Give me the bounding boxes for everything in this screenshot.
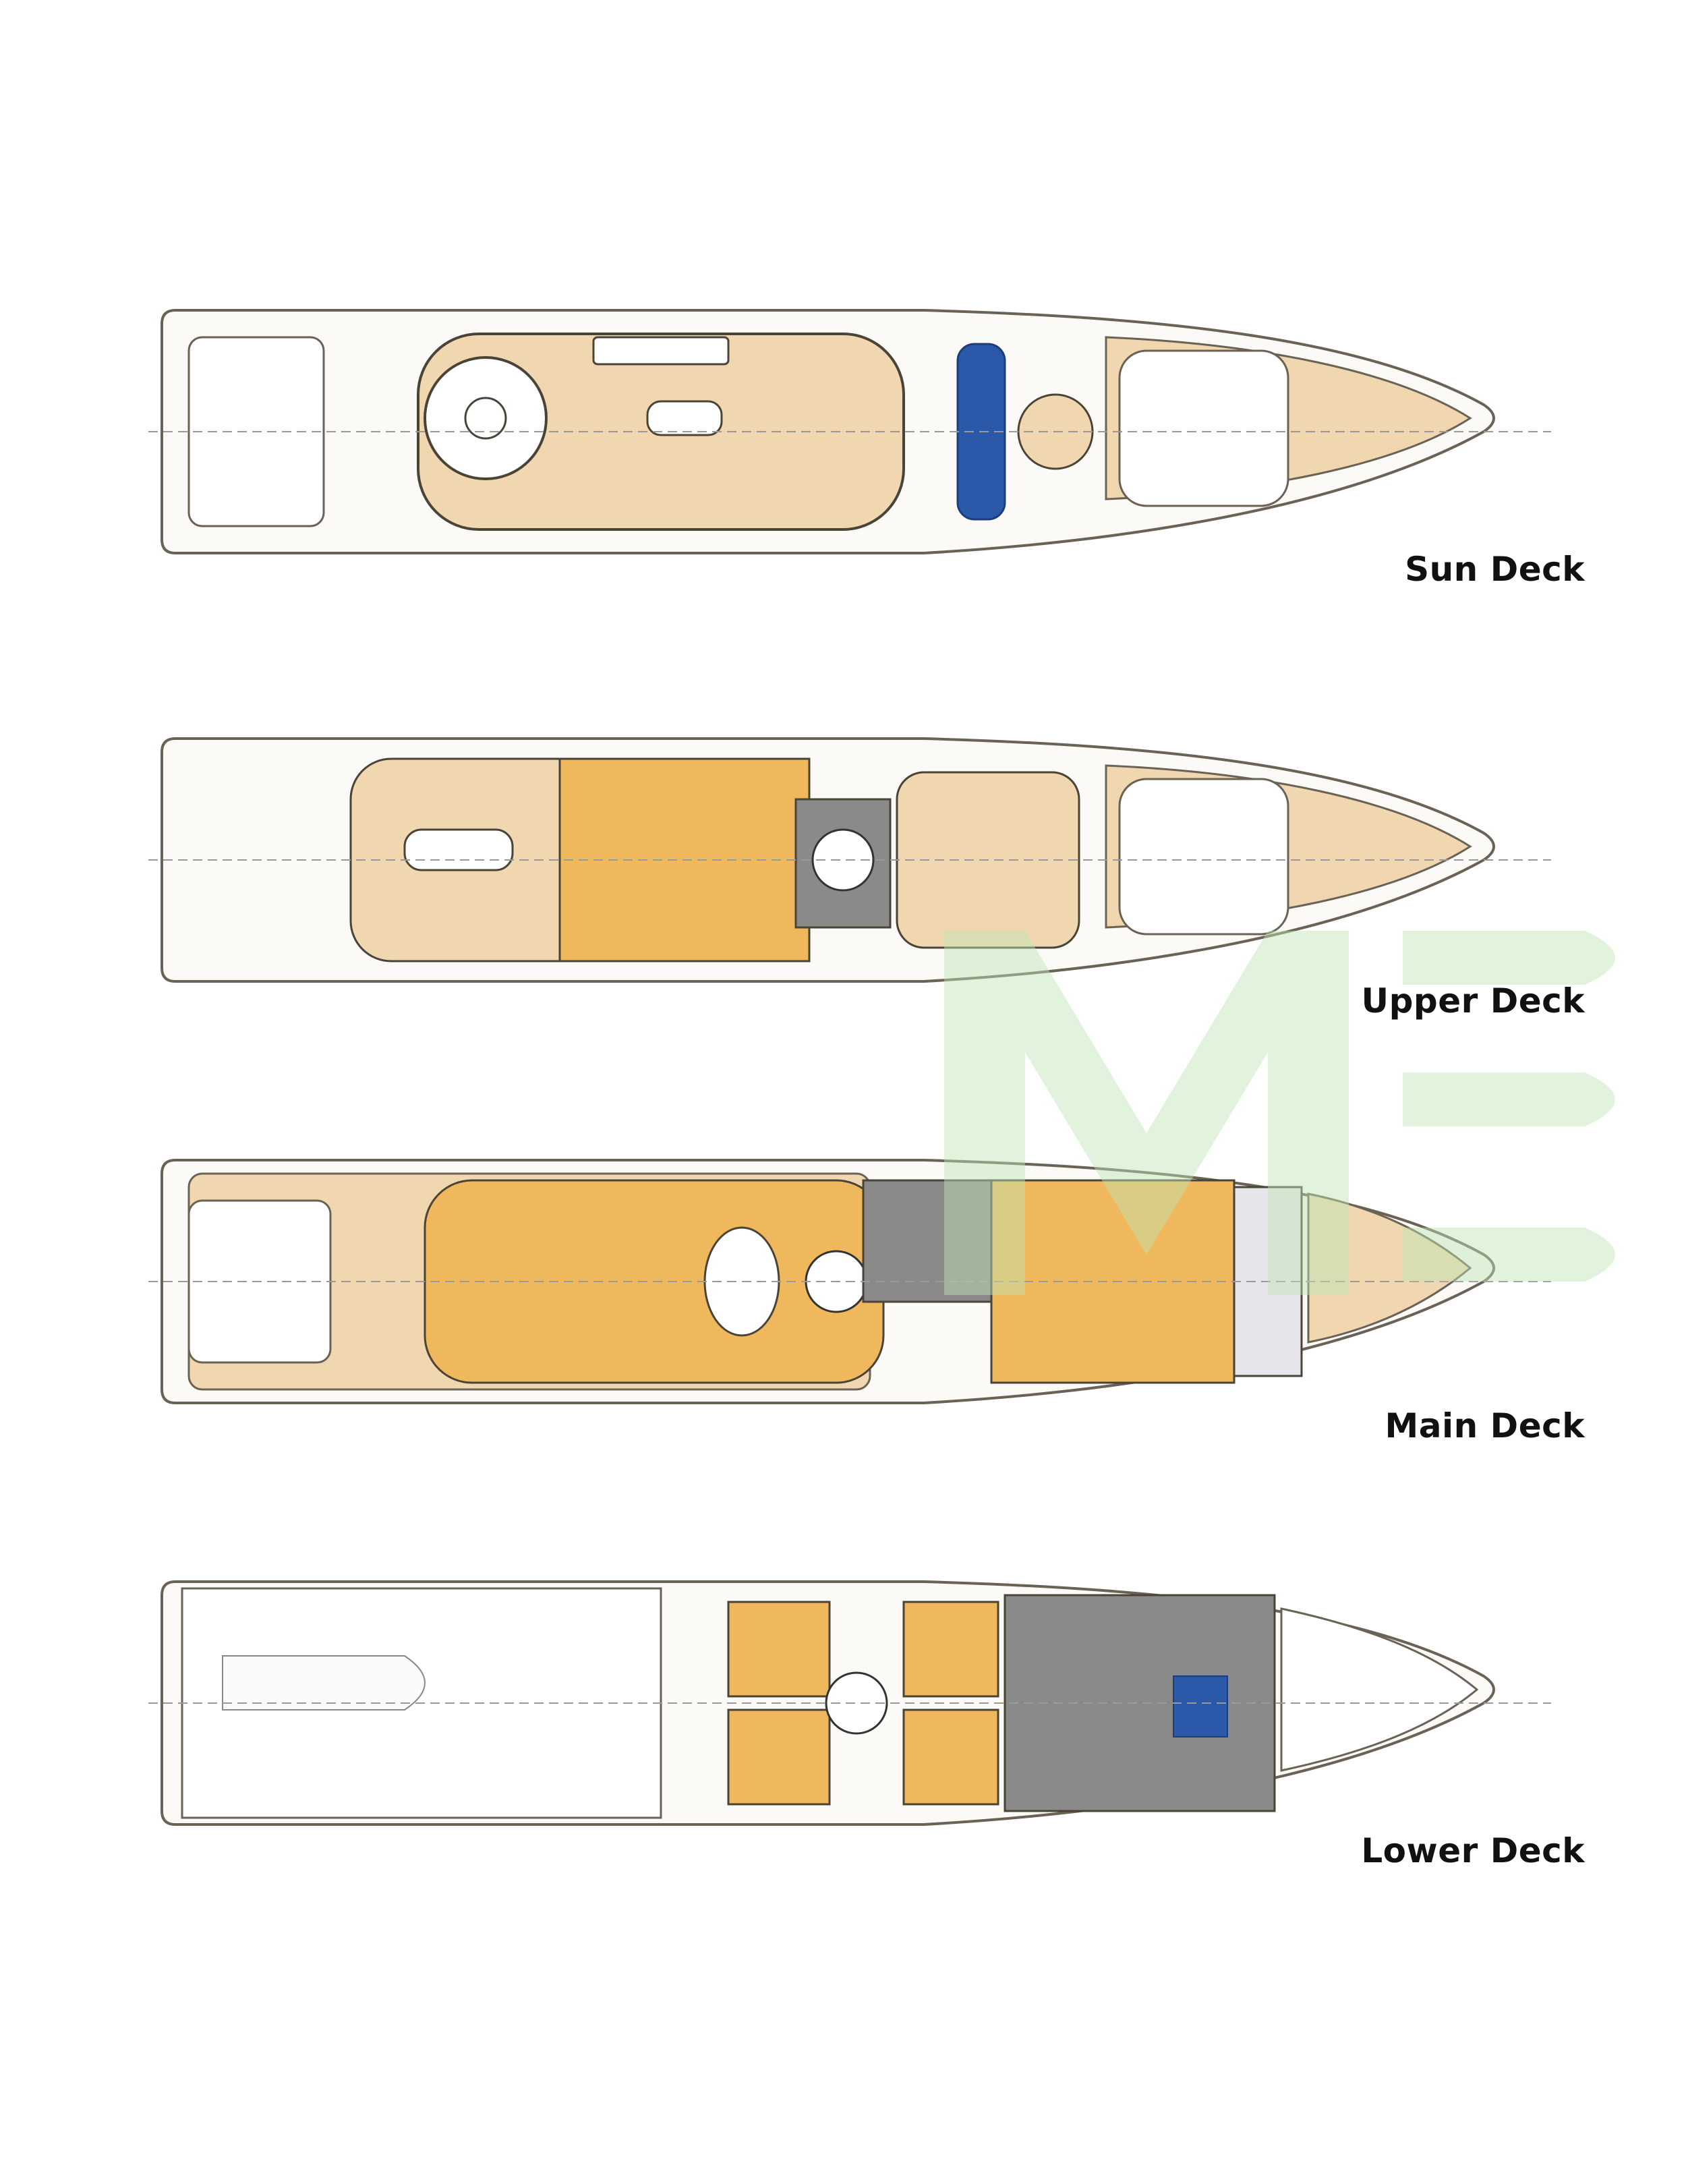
upper-deck-label: Upper Deck <box>1361 981 1585 1021</box>
sun-deck-sunpad <box>1118 349 1289 507</box>
main-deck-foredeck <box>1307 1192 1472 1344</box>
main-deck-label: Main Deck <box>1385 1406 1585 1445</box>
lower-deck-spiral-stair <box>825 1671 888 1735</box>
main-deck-plan <box>148 1153 1551 1410</box>
brand-monogram-icon <box>944 917 1652 1312</box>
sun-deck-dining-table <box>646 400 723 436</box>
lower-deck-tender <box>222 1655 426 1711</box>
lower-deck-label: Lower Deck <box>1361 1831 1585 1870</box>
lower-deck-guest-cabin-4 <box>902 1708 999 1806</box>
sun-deck-plan <box>148 297 1551 567</box>
sun-deck-sofa <box>592 336 730 366</box>
lower-deck-guest-cabin-2 <box>727 1708 831 1806</box>
lower-deck-blue-room <box>1173 1675 1228 1737</box>
upper-deck-dining-table <box>403 828 514 871</box>
main-deck-drawing <box>148 1159 1551 1404</box>
lower-deck-drawing <box>148 1580 1551 1826</box>
sun-deck-jacuzzi-center <box>464 397 507 440</box>
sun-deck-label: Sun Deck <box>1405 550 1585 589</box>
upper-deck-foredeck-pad <box>1118 778 1289 936</box>
upper-deck-spiral-stair <box>811 828 875 892</box>
lower-deck-plan <box>148 1575 1551 1831</box>
upper-deck-plan <box>148 732 1551 988</box>
lower-deck-crew-quarters <box>1004 1594 1276 1812</box>
sun-deck-drawing <box>148 309 1551 554</box>
lower-deck-bow-void <box>1280 1607 1479 1772</box>
upper-deck-drawing <box>148 737 1551 983</box>
lower-deck-guest-cabin-3 <box>902 1601 999 1698</box>
main-deck-galley <box>862 1179 999 1303</box>
lower-deck-guest-cabin-1 <box>727 1601 831 1698</box>
